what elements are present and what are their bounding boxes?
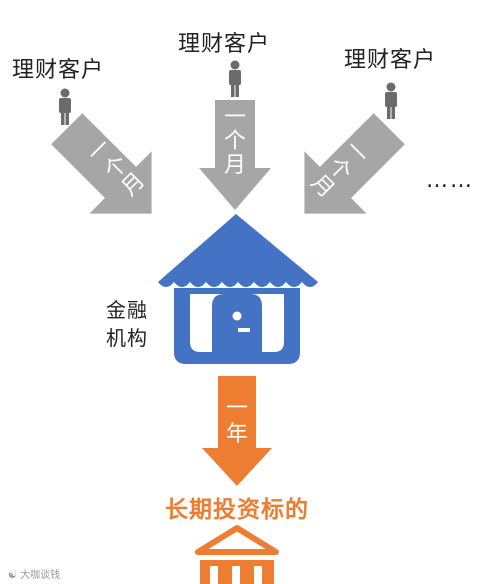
client-label-right: 理财客户 (344, 48, 437, 73)
client-label-left: 理财客户 (12, 58, 105, 83)
institution-label-line1: 金融 (106, 298, 148, 322)
arrow-one-year (202, 376, 272, 486)
house-icon (158, 214, 318, 364)
person-icon (385, 82, 397, 119)
watermark-icon: ☯ (8, 570, 21, 581)
arrow-right-client (304, 113, 405, 214)
more-ellipsis: …… (426, 168, 474, 193)
client-label-center: 理财客户 (178, 32, 271, 57)
person-icon (59, 88, 71, 125)
duration-label: 一年 (225, 396, 248, 447)
institution-label: 金融 机构 (106, 296, 148, 352)
person-icon (229, 60, 241, 97)
arrow-center-client (199, 100, 271, 210)
bank-icon (195, 525, 279, 584)
target-label: 长期投资标的 (165, 497, 309, 523)
arrow-left-client (51, 113, 152, 214)
arrow-label-center: 一个月 (223, 105, 246, 178)
watermark: ☯ 大咖谈钱 (8, 570, 61, 581)
institution-label-line2: 机构 (106, 326, 148, 350)
